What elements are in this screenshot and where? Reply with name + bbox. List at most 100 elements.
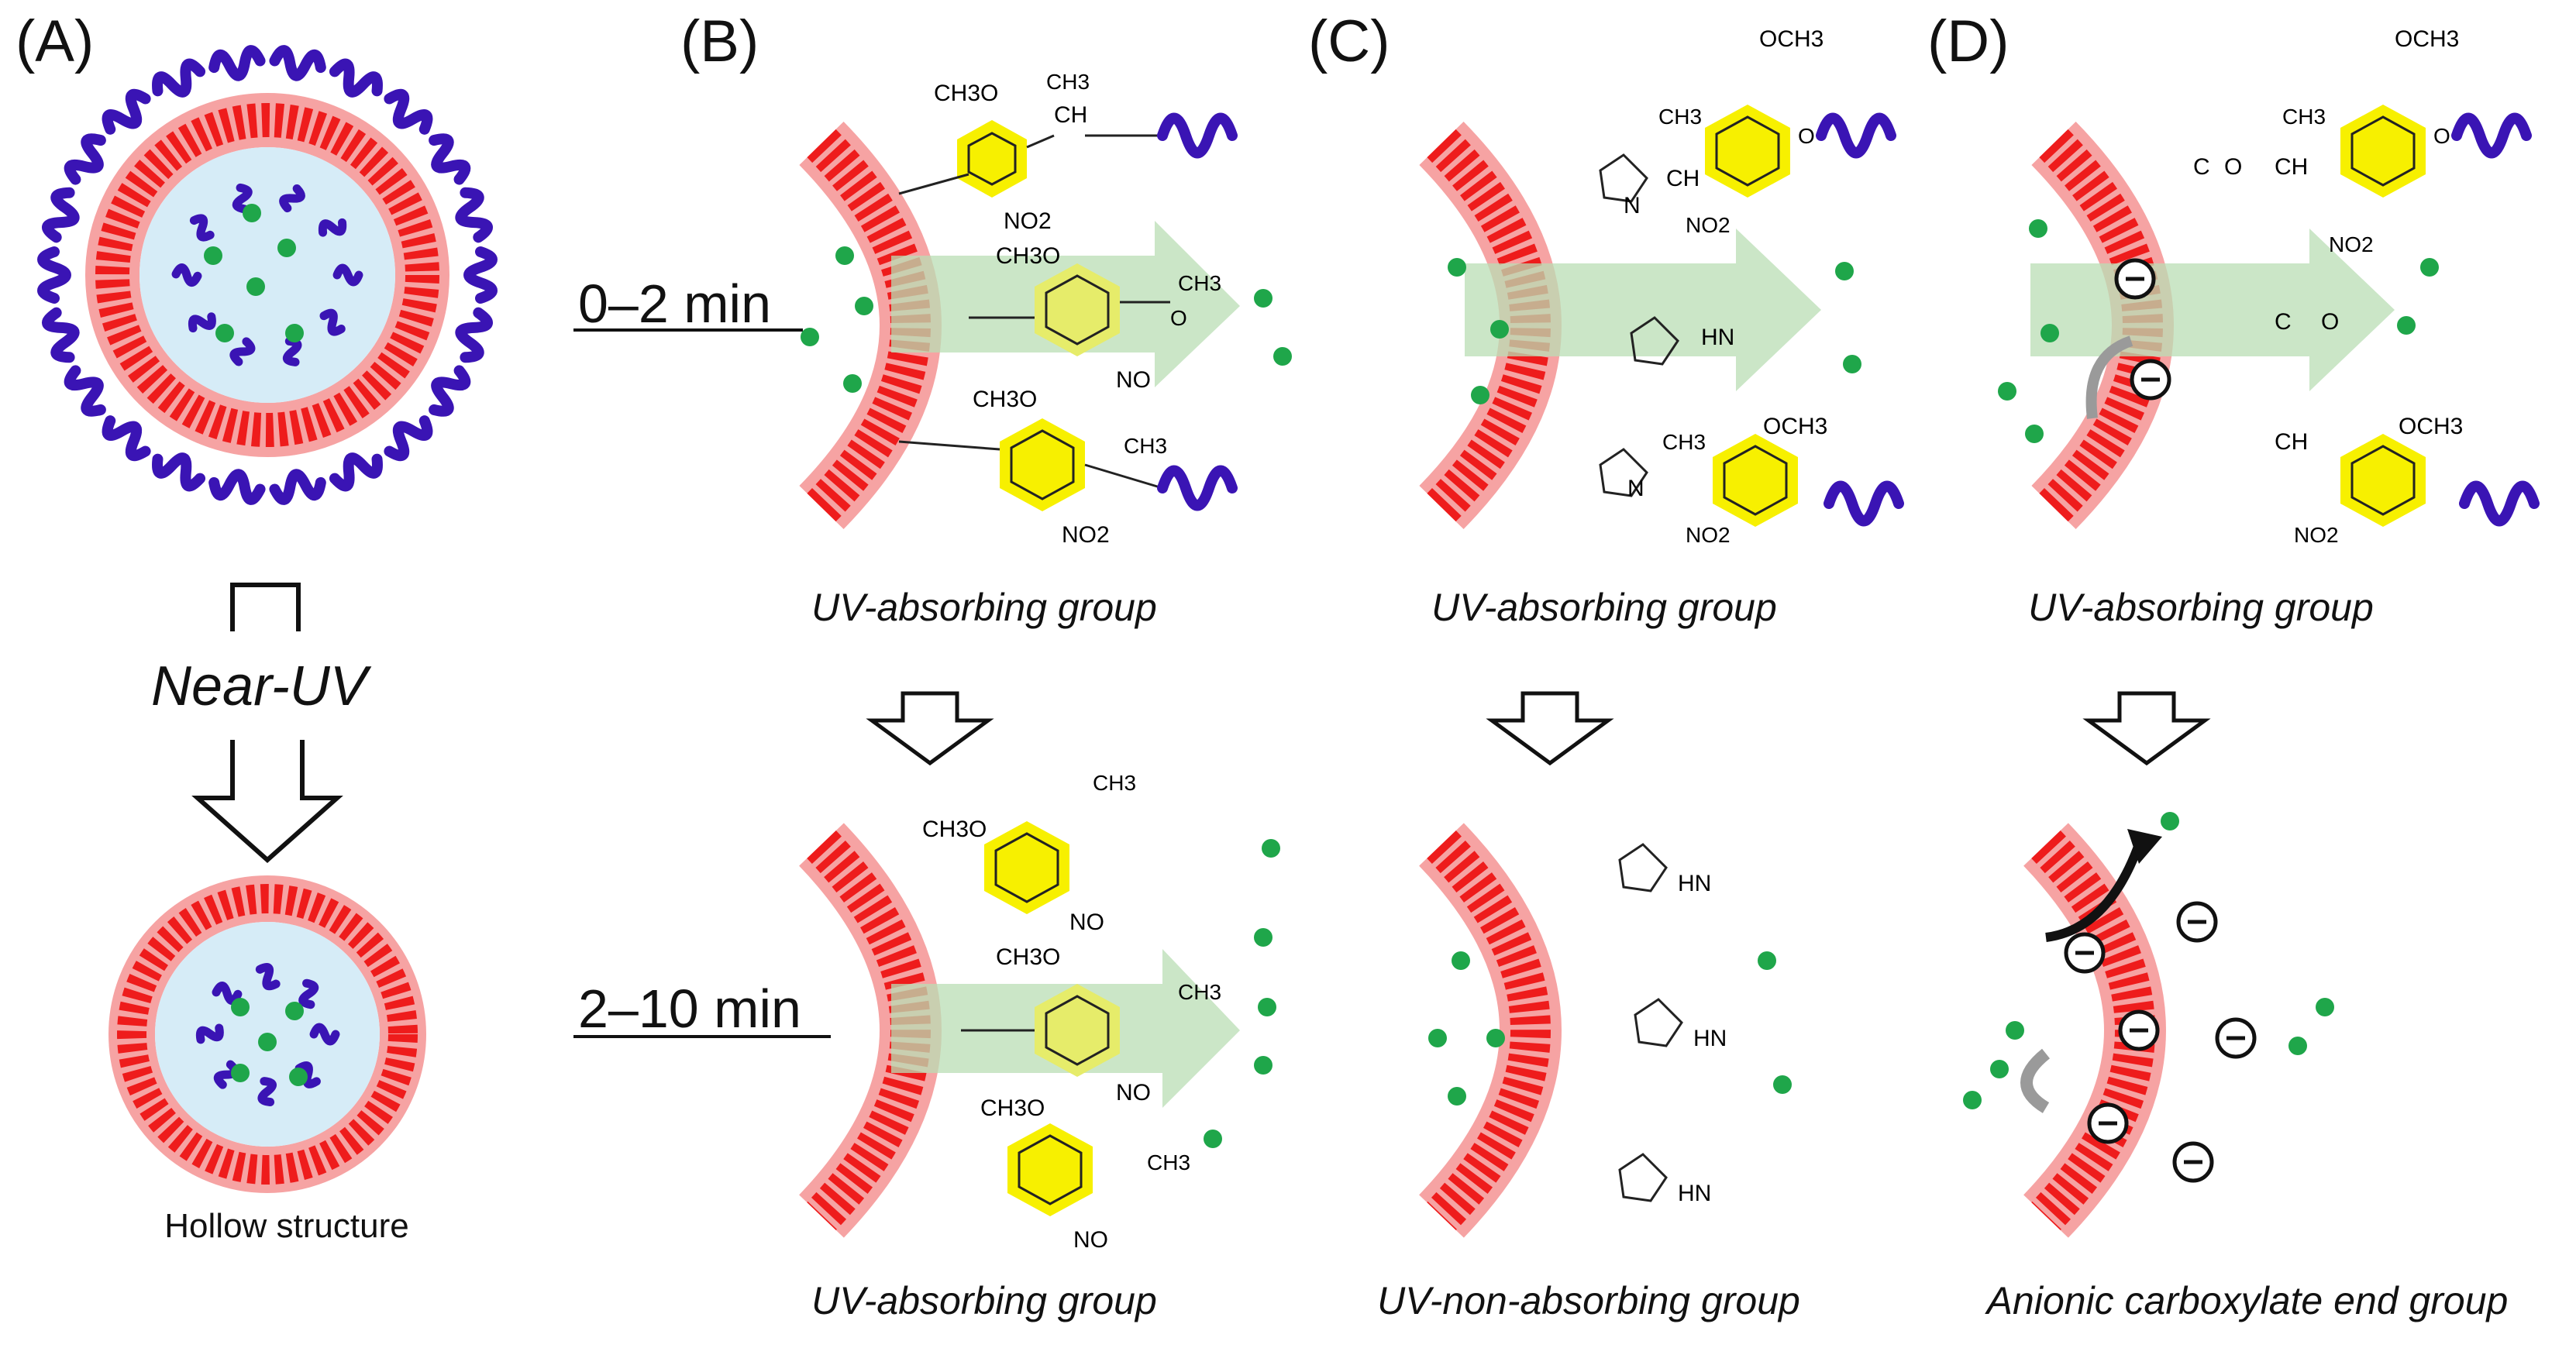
- payload-dot: [2420, 258, 2439, 277]
- payload-dot: [801, 328, 819, 346]
- polymer-strand: [188, 312, 216, 333]
- polymer-strand: [282, 336, 302, 366]
- payload-dot: [243, 204, 261, 222]
- polymer-strand-c2: [1824, 480, 1904, 527]
- polymer-strand: [319, 308, 346, 336]
- payload-dot: [1452, 951, 1470, 970]
- ring-b6: [1018, 1134, 1083, 1205]
- payload-dot: [204, 246, 222, 265]
- polymer-strand: [332, 263, 363, 287]
- caption-c-top: UV-absorbing group: [1431, 586, 1777, 629]
- label-ch3-b5: CH3: [1178, 980, 1221, 1004]
- time-label-early: 0–2 min: [578, 273, 772, 334]
- shell-segment-c-top: [1427, 129, 1551, 522]
- label-o-c1: O: [1798, 124, 1815, 148]
- label-no-b4: NO: [1069, 910, 1104, 935]
- label-o-d3: O: [2321, 309, 2339, 335]
- polymer-strand: [298, 978, 319, 1009]
- label-ch3-b1: CH3: [1046, 70, 1090, 94]
- anion-marker: [2130, 359, 2171, 401]
- panel-label-b: (B): [680, 9, 759, 74]
- chromophore-b1: [957, 120, 1027, 198]
- succinimide-c4: [1618, 843, 1668, 892]
- polymer-strand: [329, 58, 383, 98]
- label-ch3o-b2: CH3O: [996, 243, 1060, 269]
- hollow-structure-label: Hollow structure: [164, 1207, 409, 1245]
- payload-dot: [1448, 258, 1466, 277]
- ring-c1: [1715, 115, 1780, 187]
- label-o-d2: O: [2433, 124, 2450, 148]
- payload-dot: [1843, 355, 1861, 373]
- panel-d-diagram: OCH3 CH3 CH O C NO2 O C O OCH3 CH NO2: [2020, 26, 2540, 1238]
- panel-label-a: (A): [15, 9, 95, 74]
- ring-b4: [994, 832, 1059, 903]
- polymer-strand: [208, 469, 266, 505]
- payload-dot: [1254, 1056, 1273, 1075]
- label-o-b2: O: [1170, 306, 1187, 330]
- label-ch3-b2: CH3: [1178, 271, 1221, 295]
- payload-dot: [1428, 1029, 1447, 1047]
- label-ch-d1: CH: [2275, 154, 2308, 180]
- label-hn-c1: HN: [1701, 325, 1734, 350]
- anion-marker: [2114, 258, 2156, 300]
- release-arrowhead-d: [2127, 829, 2162, 864]
- label-no2-b1: NO2: [1004, 208, 1052, 234]
- inner-polymer-strands: [171, 183, 363, 366]
- bond-b3: [898, 440, 1000, 451]
- ring-b1: [967, 132, 1017, 186]
- polymer-strand-c1: [1816, 112, 1896, 159]
- polymer-strand: [37, 246, 71, 304]
- payload-dot: [1486, 1029, 1505, 1047]
- succinimide-c1: [1599, 153, 1648, 203]
- label-n-c2: N: [1627, 476, 1644, 501]
- label-no-b5: NO: [1116, 1080, 1151, 1106]
- polymer-strand: [232, 183, 253, 214]
- panel-b-diagram: CH3O CH CH3 NO2 CH3O CH3 O NO CH3O CH3 N…: [799, 70, 1240, 1253]
- label-no2-d1: NO2: [2329, 232, 2374, 256]
- payload-dot: [1204, 1130, 1222, 1148]
- polymer-strand: [463, 246, 498, 304]
- payload-dot: [1471, 386, 1489, 404]
- payload-molecules: [204, 204, 2439, 1148]
- payload-dot: [855, 297, 873, 315]
- polymer-strand: [329, 452, 383, 492]
- payload-dot: [1448, 1087, 1466, 1106]
- payload-dot: [1998, 382, 2016, 401]
- polymer-strand: [42, 307, 80, 363]
- polymer-strand: [189, 214, 215, 242]
- caption-d-top: UV-absorbing group: [2028, 586, 2374, 629]
- polymer-strand: [294, 1061, 321, 1088]
- polymer-strand: [384, 415, 433, 462]
- panel-label-d: (D): [1927, 9, 2009, 74]
- hollow-shell: [117, 884, 418, 1185]
- payload-dot: [2288, 1037, 2307, 1055]
- ring-b5: [1045, 995, 1110, 1066]
- payload-dot: [1273, 347, 1292, 366]
- label-och3-d1: OCH3: [2395, 26, 2459, 52]
- payload-dot: [1835, 262, 1854, 280]
- label-ch-c1: CH: [1666, 166, 1700, 191]
- caption-d-bottom: Anionic carboxylate end group: [1986, 1279, 2509, 1322]
- polymer-strand: [212, 982, 243, 1005]
- panel-a-diagram: [37, 45, 498, 1193]
- shell-segment-b-top: [807, 129, 931, 522]
- polymer-strand: [195, 1023, 224, 1044]
- payload-dot: [231, 1064, 250, 1082]
- hollow-inner-polymer-strands: [195, 963, 340, 1106]
- polymer-strand: [455, 187, 493, 243]
- payload-dot: [289, 1068, 308, 1086]
- payload-dot: [843, 374, 862, 393]
- polymer-strand-b3: [1157, 465, 1238, 511]
- payload-dot: [215, 324, 234, 342]
- polymer-strand: [229, 337, 256, 366]
- bond-b1: [898, 173, 969, 195]
- polymer-strand: [257, 1077, 277, 1106]
- curved-arrow-d-top: [2085, 335, 2133, 419]
- payload-dot: [1773, 1075, 1792, 1094]
- payload-dot: [1758, 951, 1776, 970]
- payload-dot: [285, 324, 304, 342]
- label-ch3-c2: CH3: [1662, 430, 1706, 454]
- payload-dot: [2006, 1021, 2024, 1040]
- payload-dot: [835, 246, 854, 265]
- polymer-strand: [455, 307, 493, 363]
